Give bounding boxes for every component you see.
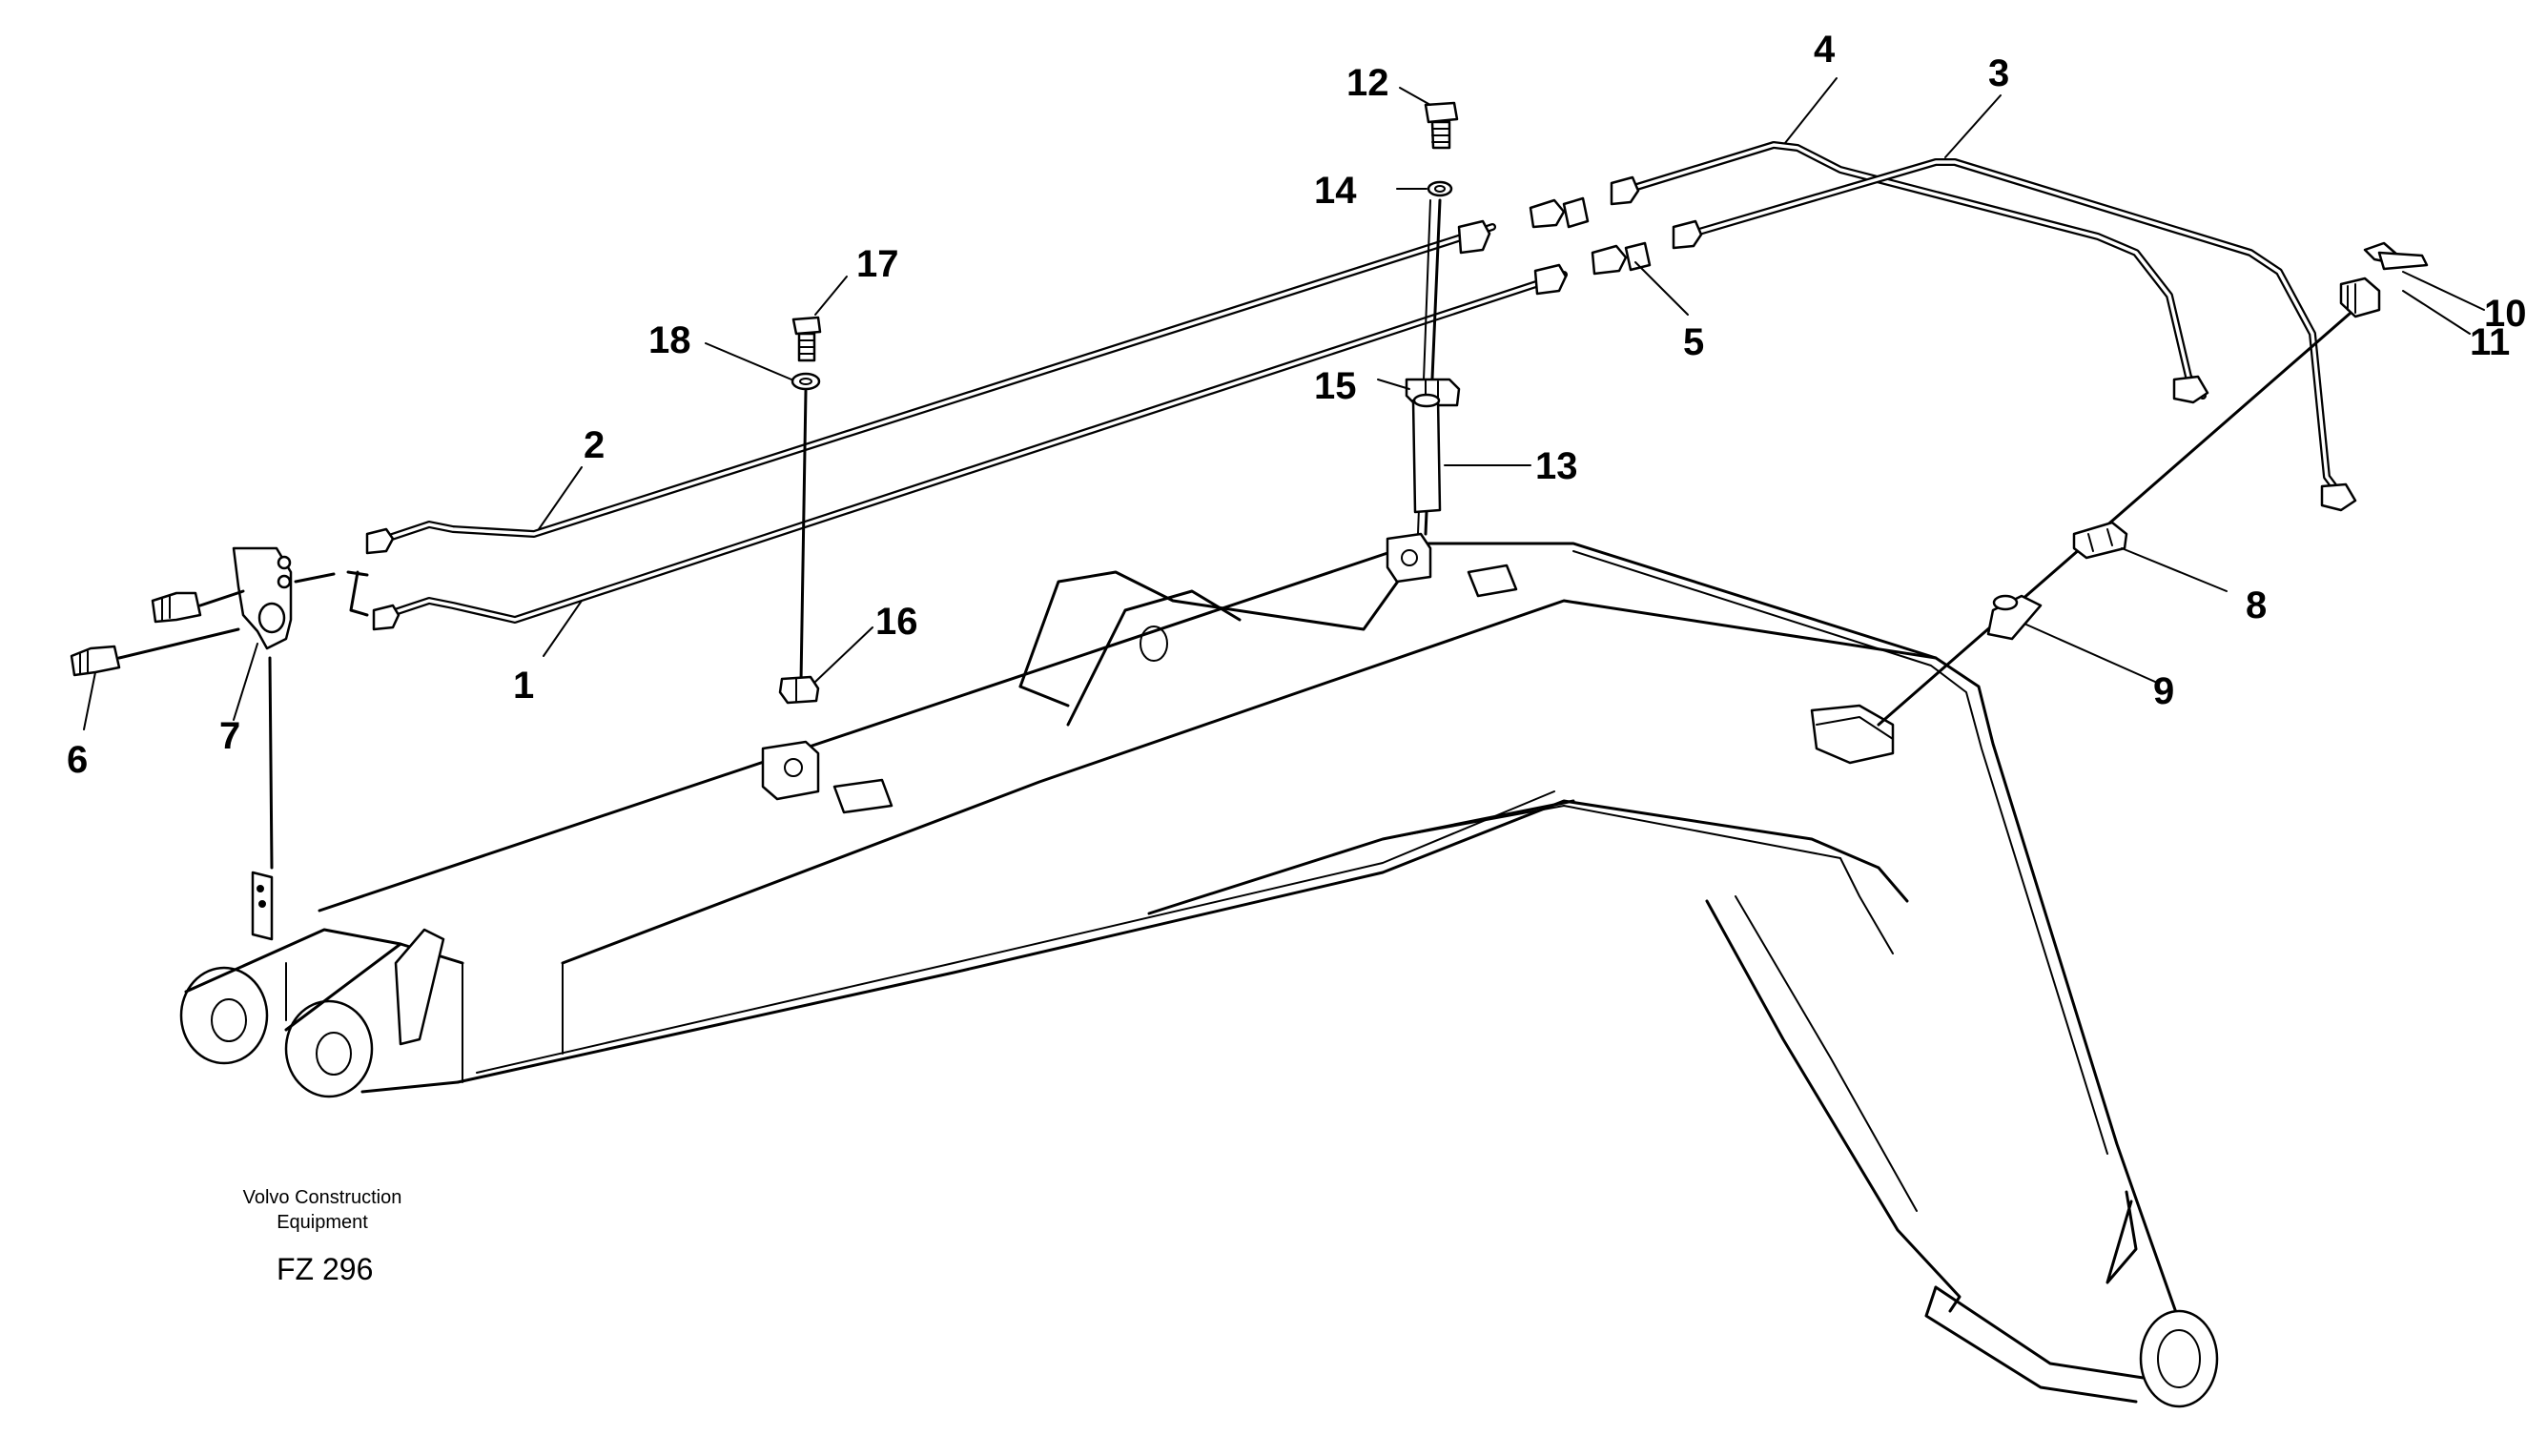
callout-15: 15	[1314, 365, 1357, 407]
callout-8: 8	[2246, 584, 2267, 626]
callout-6: 6	[67, 739, 88, 781]
callout-5: 5	[1683, 321, 1704, 363]
leader-lines	[83, 77, 2485, 730]
callout-9: 9	[2153, 670, 2174, 712]
manufacturer-line1: Volvo Construction	[243, 1187, 402, 1208]
callout-2: 2	[584, 424, 605, 466]
callout-12: 12	[1346, 62, 1389, 104]
callout-17: 17	[856, 243, 899, 285]
boom	[179, 532, 2219, 1408]
callout-labels: 1 2 3 4 5 6 7 8 9 10 11 12 13 14 15 16 1…	[67, 29, 2527, 781]
callout-18: 18	[648, 319, 691, 361]
callout-10: 10	[2484, 293, 2527, 335]
callout-3: 3	[1988, 52, 2009, 94]
fittings	[70, 101, 2429, 870]
callout-1: 1	[513, 665, 534, 707]
callout-4: 4	[1814, 29, 1836, 71]
drawing-code: FZ 296	[277, 1252, 373, 1286]
callout-16: 16	[875, 601, 918, 643]
callout-13: 13	[1535, 445, 1578, 487]
hydraulic-pipes	[382, 141, 2357, 624]
callout-11: 11	[2470, 321, 2510, 363]
callout-7: 7	[219, 715, 240, 757]
title-block: Volvo Construction Equipment FZ 296	[243, 1187, 402, 1286]
manufacturer-line2: Equipment	[277, 1212, 368, 1233]
callout-14: 14	[1314, 170, 1357, 212]
